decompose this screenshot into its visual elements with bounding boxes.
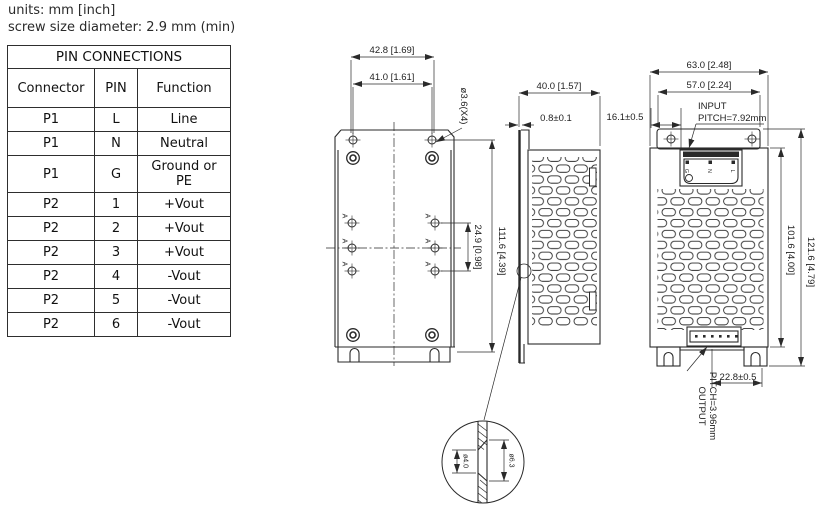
table-cell: P2 [7, 288, 95, 313]
table-cell: +Vout [137, 240, 231, 265]
output-connector [686, 326, 742, 347]
dim-width-outer: 42.8 [1.69] [370, 45, 415, 56]
dim-hole-dia: ø3.6(X4) [458, 88, 469, 125]
hole-label-a: A [424, 239, 431, 244]
table-cell: P2 [7, 216, 95, 241]
hole-label-a: A [424, 262, 431, 267]
col-header-connector: Connector [7, 68, 95, 108]
dim-overall-height: 121.6 [4.79] [805, 237, 816, 287]
col-header-pin: PIN [94, 68, 138, 108]
dim-hole-diameter: ø4.0 [462, 454, 469, 468]
dim-panel-thickness: 0.8±0.1 [540, 113, 572, 124]
side-view: 40.0 [1.57] 0.8±0.1 16.1±0.5 [483, 81, 682, 421]
table-cell: Neutral [137, 131, 231, 156]
hole-label-a: A [341, 262, 348, 267]
bottom-view: A A A A A A 42.8 [1.69] 41.0 [1.61] ø3.6… [326, 45, 507, 366]
units-note: units: mm [inch] [8, 3, 116, 18]
table-cell: 6 [94, 312, 138, 337]
table-cell: N [94, 131, 138, 156]
drawing-notes: units: mm [inch] screw size diameter: 2.… [8, 2, 235, 36]
table-cell: Ground or PE [137, 155, 231, 193]
table-cell: P2 [7, 312, 95, 337]
table-cell: -Vout [137, 312, 231, 337]
output-pitch-label: PITCH=3.96mm [707, 372, 718, 440]
input-pin-g: G [683, 169, 689, 173]
front-view: G N L 63.0 [2.4 [649, 60, 816, 440]
table-cell: P1 [7, 107, 95, 132]
dim-countersink-diameter: ø6.3 [508, 453, 515, 467]
pin-connections-table: PIN CONNECTIONS Connector PIN Function P… [7, 45, 231, 337]
table-cell: P1 [7, 131, 95, 156]
table-cell: L [94, 107, 138, 132]
dim-width-flange: 57.0 [2.24] [687, 80, 732, 91]
dim-output-offset: 22.8±0.5 [720, 372, 757, 383]
table-cell: P1 [7, 155, 95, 193]
table-cell: 4 [94, 264, 138, 289]
table-cell: 1 [94, 192, 138, 217]
dim-depth: 40.0 [1.57] [537, 81, 582, 92]
dim-height: 111.6 [4.39] [496, 227, 507, 276]
table-cell: P2 [7, 264, 95, 289]
detail-callout-circle [516, 263, 532, 279]
dim-width-outer: 63.0 [2.48] [687, 60, 732, 71]
table-cell: 5 [94, 288, 138, 313]
table-cell: 3 [94, 240, 138, 265]
dim-body-height: 101.6 [4.00] [785, 225, 796, 275]
table-cell: P2 [7, 240, 95, 265]
table-cell: G [94, 155, 138, 193]
table-cell: -Vout [137, 264, 231, 289]
hole-label-a: A [424, 214, 431, 219]
dim-width-holes: 41.0 [1.61] [370, 72, 415, 83]
input-pin-l: L [729, 169, 735, 172]
table-title: PIN CONNECTIONS [7, 45, 231, 69]
hole-label-a: A [341, 239, 348, 244]
input-pitch-label: PITCH=7.92mm [698, 113, 766, 124]
table-cell: -Vout [137, 288, 231, 313]
table-cell: 2 [94, 216, 138, 241]
dim-input-offset: 16.1±0.5 [607, 112, 644, 123]
table-cell: Line [137, 107, 231, 132]
col-header-function: Function [137, 68, 231, 108]
table-cell: P2 [7, 192, 95, 217]
mechanical-drawing: A A A A A A 42.8 [1.69] 41.0 [1.61] ø3.6… [326, 45, 816, 504]
input-connector: G N L [679, 149, 743, 187]
input-label: INPUT [698, 101, 727, 112]
table-cell: +Vout [137, 192, 231, 217]
screw-size-note: screw size diameter: 2.9 mm (min) [8, 20, 236, 35]
table-cell: +Vout [137, 216, 231, 241]
dim-hole-span: 24.9 [0.98] [472, 225, 483, 270]
input-pin-n: N [706, 169, 712, 173]
detail-view: ø4.0 ø6.3 [441, 420, 525, 504]
hole-label-a: A [341, 214, 348, 219]
output-label: OUTPUT [696, 386, 707, 425]
